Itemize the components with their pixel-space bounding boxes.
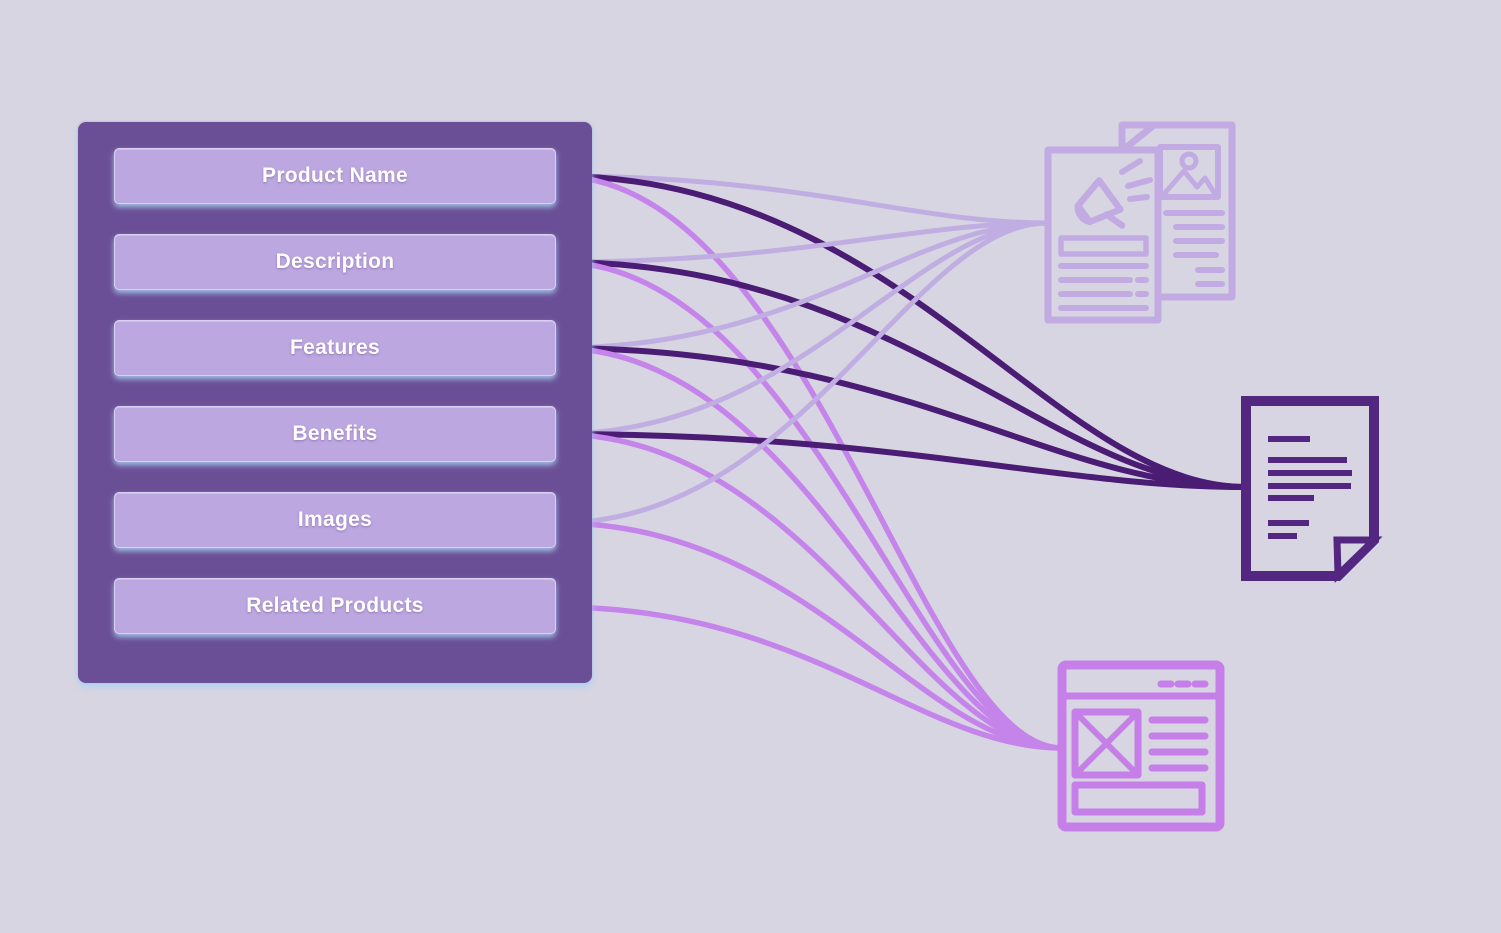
node-product-name[interactable]: Product Name (114, 148, 556, 204)
megaphone-icon (1074, 177, 1126, 229)
connection-features-to-webpage (554, 345, 1065, 751)
connection-features-to-document (554, 345, 1249, 490)
connection-images-to-flyer (554, 220, 1051, 526)
node-benefits[interactable]: Benefits (114, 406, 556, 462)
node-label: Description (275, 250, 395, 273)
node-description[interactable]: Description (114, 234, 556, 290)
document-icon[interactable] (1241, 396, 1383, 584)
product-fields-panel[interactable]: Product Name Description Features Benefi… (78, 122, 592, 683)
node-label: Benefits (292, 422, 378, 445)
node-related-products[interactable]: Related Products (114, 578, 556, 634)
connection-benefits-to-flyer (554, 220, 1051, 437)
connection-images-to-webpage (554, 520, 1065, 751)
webpage-icon[interactable] (1057, 660, 1225, 832)
connection-description-to-webpage (554, 259, 1065, 751)
node-label: Related Products (246, 594, 424, 617)
connection-benefits-to-document (554, 431, 1249, 490)
connection-description-to-document (554, 259, 1249, 490)
connection-benefits-to-webpage (554, 431, 1065, 751)
connection-product_name-to-document (554, 173, 1249, 490)
connection-features-to-flyer (554, 220, 1051, 351)
node-label: Product Name (262, 164, 408, 187)
connection-product_name-to-flyer (554, 173, 1051, 226)
marketing-flyer-icon[interactable] (1044, 121, 1236, 324)
connection-related_products-to-webpage (554, 604, 1065, 751)
node-features[interactable]: Features (114, 320, 556, 376)
node-label: Images (297, 508, 373, 531)
node-images[interactable]: Images (114, 492, 556, 548)
connection-description-to-flyer (554, 220, 1051, 265)
node-label: Features (290, 336, 380, 359)
connection-product_name-to-webpage (554, 173, 1065, 751)
